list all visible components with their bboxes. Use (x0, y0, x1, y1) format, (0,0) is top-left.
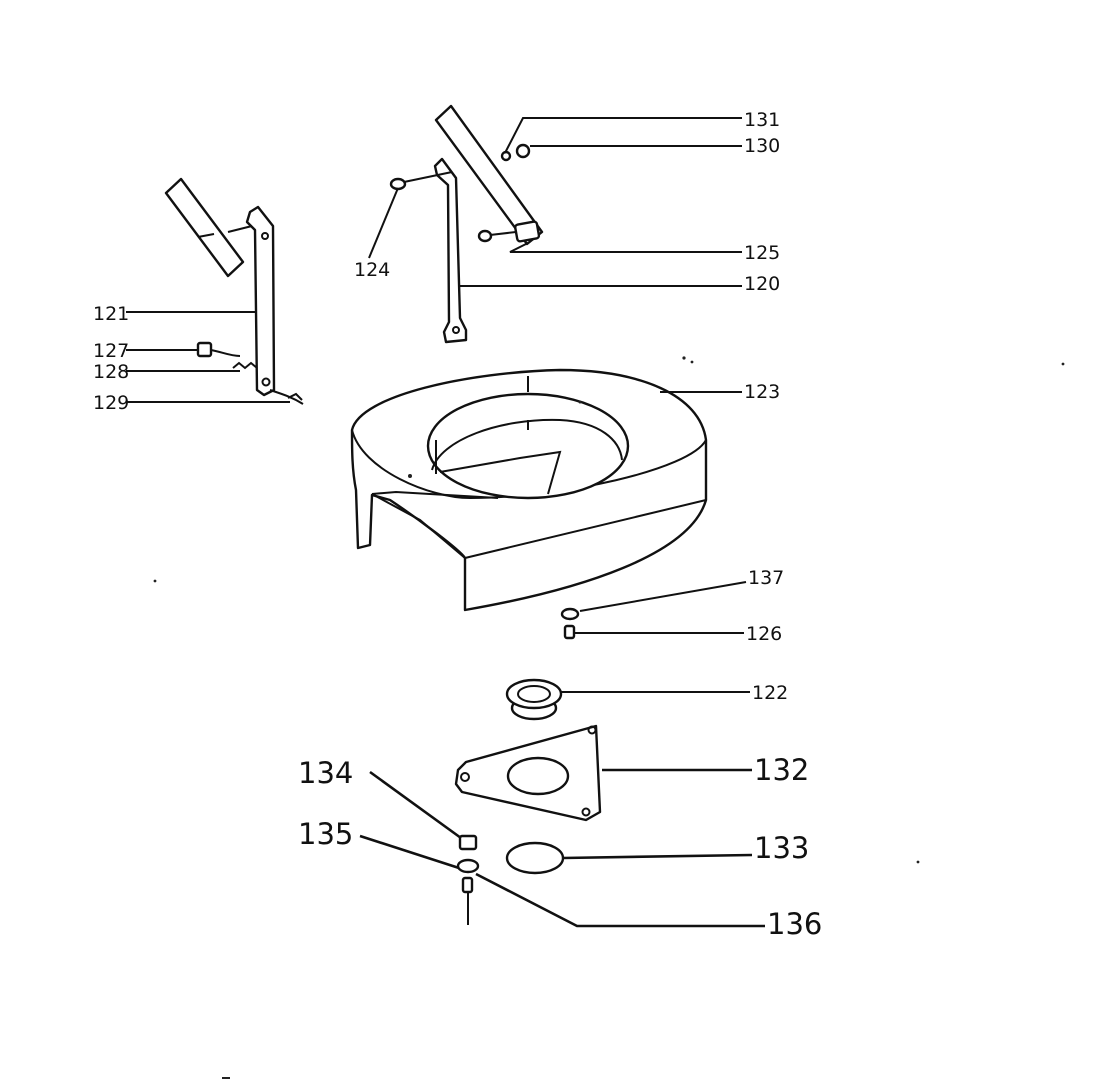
part-122-bushing (505, 678, 563, 721)
scan-specks (153, 356, 1065, 1079)
left-handle-bar (164, 177, 245, 278)
label-124: 124 (354, 259, 390, 281)
label-125: 125 (744, 242, 780, 264)
guard-center-opening (426, 392, 630, 500)
part-125-pin (477, 229, 517, 243)
part-137-washer (560, 607, 580, 621)
upper-handle-bar (434, 104, 544, 246)
part-133-gasket (505, 841, 565, 875)
part-132-mounting-plate (454, 724, 602, 822)
callout-labels: 131 130 124 125 120 121 127 128 129 123 … (93, 109, 822, 941)
label-123: 123 (744, 381, 780, 403)
label-120: 120 (744, 273, 780, 295)
label-129: 129 (93, 392, 129, 414)
part-136-screw (461, 876, 474, 925)
label-121: 121 (93, 303, 129, 325)
arm-120 (433, 157, 468, 344)
label-135: 135 (298, 817, 353, 851)
leader-lines (126, 117, 765, 928)
part-126-screw (563, 624, 576, 640)
guard-housing-123 (350, 368, 708, 612)
label-130: 130 (744, 135, 780, 157)
label-136: 136 (767, 907, 822, 941)
label-131: 131 (744, 109, 780, 131)
label-126: 126 (746, 623, 782, 645)
label-137: 137 (748, 567, 784, 589)
label-133: 133 (754, 831, 809, 865)
label-132: 132 (754, 753, 809, 787)
part-135-washer (456, 858, 480, 874)
part-130-washer (515, 143, 531, 159)
label-134: 134 (298, 756, 353, 790)
part-128-spring (232, 361, 258, 370)
arm-121 (227, 205, 276, 397)
label-127: 127 (93, 340, 129, 362)
part-127-bolt (196, 341, 241, 358)
label-128: 128 (93, 361, 129, 383)
upper-arm-assembly (389, 104, 544, 344)
label-122: 122 (752, 682, 788, 704)
part-129-pin (269, 389, 304, 405)
left-arm-assembly (164, 177, 304, 405)
part-134-nut (458, 834, 478, 851)
